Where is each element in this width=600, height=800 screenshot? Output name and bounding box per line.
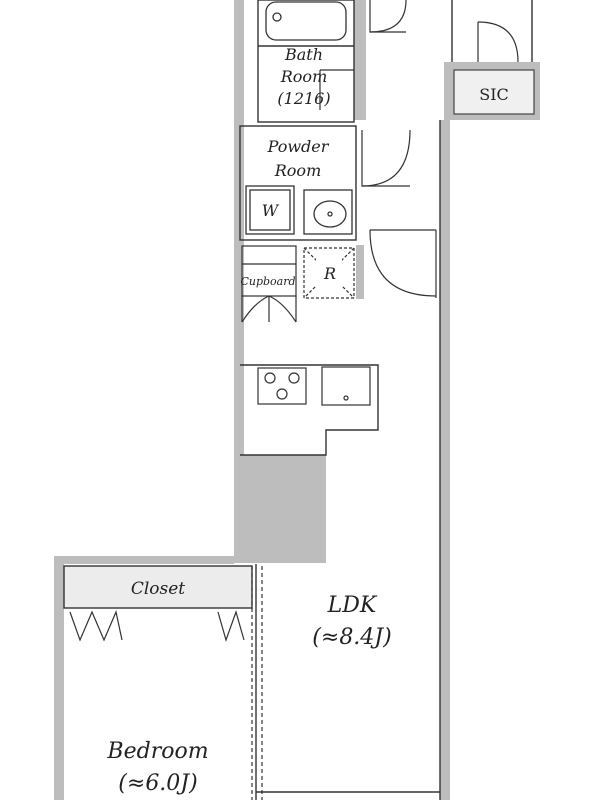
sic-label: SIC (479, 85, 509, 104)
sink (303, 189, 353, 235)
bath-room-label-line1: Bath (284, 45, 323, 64)
kitchen-sink (321, 366, 371, 406)
bathtub (265, 1, 347, 41)
ldk-label: LDK (327, 593, 378, 618)
cupboard-label: Cupboard (240, 275, 295, 288)
structural-walls (54, 0, 540, 800)
bedroom-size: (≈6.0J) (118, 771, 197, 796)
washer-unit (245, 185, 295, 235)
closet-label: Closet (131, 579, 185, 599)
bath-room-label-line2: Room (280, 67, 327, 86)
powder-room-label-line1: Powder (267, 137, 330, 156)
ldk-size: (≈8.4J) (312, 625, 391, 650)
stove (257, 367, 307, 405)
washer-label: W (262, 201, 280, 220)
room-outlines (63, 0, 533, 800)
doors (69, 0, 519, 800)
bath-room-size: (1216) (277, 89, 330, 108)
fridge (303, 247, 355, 299)
bedroom-label: Bedroom (106, 739, 208, 764)
sic-box (453, 69, 535, 115)
fridge-label: R (323, 264, 336, 283)
cupboard (241, 245, 297, 323)
powder-room-label-line2: Room (274, 161, 321, 180)
